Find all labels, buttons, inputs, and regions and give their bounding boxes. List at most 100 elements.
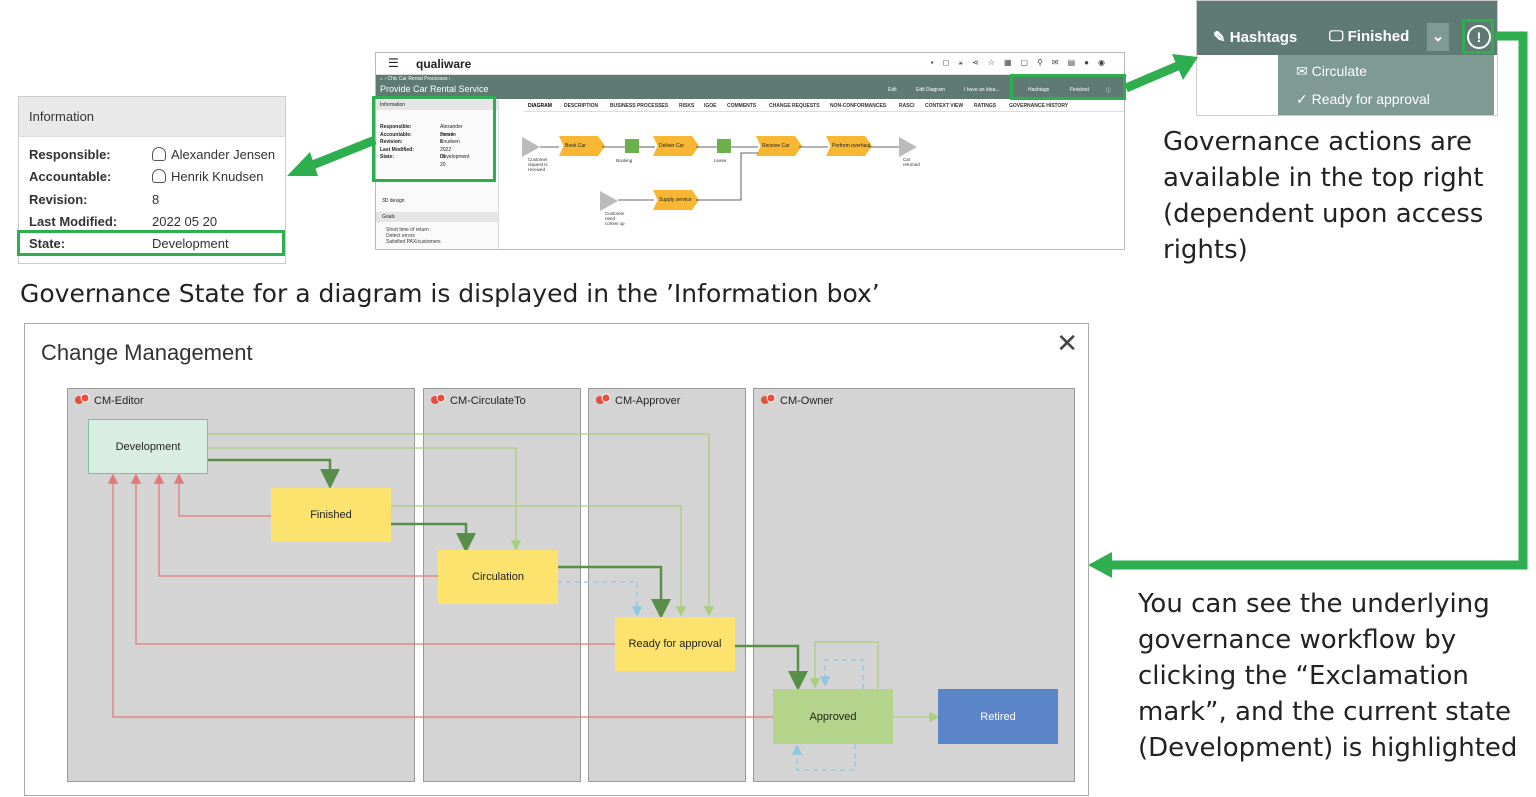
info-label-responsible: Responsible: <box>29 147 111 162</box>
role-icon <box>75 393 90 404</box>
node-development[interactable]: Development <box>88 419 208 474</box>
edit-button[interactable]: Edit <box>888 87 897 93</box>
customer-request-label: Customer request is received <box>528 157 548 172</box>
info-label-revision: Revision: <box>29 192 88 207</box>
perform-overhaul-activity[interactable]: Perform overhaul <box>826 136 872 156</box>
lease-label: Lease <box>714 158 727 163</box>
idea-button[interactable]: I have an idea... <box>964 87 1000 93</box>
goals-list: Short time of return Detect errors Satis… <box>386 227 441 245</box>
lane-title: CM-Approver <box>615 395 681 407</box>
start-event-2[interactable] <box>600 191 618 211</box>
edit-diagram-button[interactable]: Edit Diagram <box>916 87 945 93</box>
lane-cm-approver: CM-Approver <box>588 388 746 782</box>
tab-description[interactable]: DESCRIPTION <box>564 103 599 109</box>
car-returned-label: Car returned <box>903 157 920 167</box>
app-titlebar: ⌂ › Chic Car Rental Processes › Provide … <box>376 75 1124 99</box>
lane-title: CM-CirculateTo <box>450 395 526 407</box>
tab-non-conformances[interactable]: NON-CONFORMANCES <box>830 103 887 109</box>
tab-bar: DIAGRAM DESCRIPTION BUSINESS PROCESSES R… <box>524 100 1124 112</box>
finished-button-zoom[interactable]: 🖵 Finished <box>1329 28 1410 45</box>
close-icon[interactable]: ✕ <box>1056 328 1078 358</box>
monitor-check-icon: 🖵 <box>1329 28 1344 45</box>
breadcrumb[interactable]: ⌂ › Chic Car Rental Processes › <box>380 76 451 82</box>
node-approved[interactable]: Approved <box>773 689 893 744</box>
process-connectors <box>540 146 899 201</box>
role-icon <box>761 393 776 404</box>
page-title: Provide Car Rental Service <box>380 84 489 94</box>
governance-actions-highlight-box <box>1010 74 1126 100</box>
home-icon[interactable]: ⌂ <box>380 76 384 82</box>
deliver-car-activity[interactable]: Deliver Car <box>653 136 699 156</box>
menu-item-circulate[interactable]: ✉ Circulate <box>1296 63 1367 79</box>
node-circulation[interactable]: Circulation <box>438 550 558 604</box>
tab-ratings[interactable]: RATINGS <box>974 103 997 109</box>
supply-service-activity[interactable]: Supply service <box>653 190 699 210</box>
chevron-down-icon[interactable]: ⌄ <box>1427 23 1449 51</box>
side-info-header: Information <box>376 100 498 110</box>
person-icon <box>152 169 166 183</box>
hashtags-button-zoom[interactable]: ✎ Hashtags <box>1213 29 1298 46</box>
app-logo: qualiware <box>416 57 472 71</box>
node-retired[interactable]: Retired <box>938 689 1058 744</box>
info-value-accountable: Henrik Knudsen <box>152 169 264 184</box>
app-screenshot: ☰ qualiware ▪◻⚹⋖☆▦▢⚲✉▤●◉ ⌂ › Chic Car Re… <box>375 52 1125 250</box>
workflow-connectors <box>107 433 940 771</box>
toolbar-icons[interactable]: ▪◻⚹⋖☆▦▢⚲✉▤●◉ <box>930 58 1114 67</box>
hashtags-button[interactable]: Hashtags <box>1028 87 1050 93</box>
end-event[interactable] <box>899 137 917 157</box>
lease-object[interactable] <box>717 139 731 153</box>
info-value-revision: 8 <box>152 192 160 207</box>
info-label-last-modified: Last Modified: <box>29 214 118 229</box>
node-ready-for-approval[interactable]: Ready for approval <box>615 617 735 671</box>
lane-title: CM-Owner <box>780 395 834 407</box>
lane-title: CM-Editor <box>94 395 144 407</box>
caption-info-box: Governance State for a diagram is displa… <box>20 279 880 308</box>
tab-change-requests[interactable]: CHANGE REQUESTS <box>769 103 820 109</box>
finished-button[interactable]: Finished <box>1070 87 1089 93</box>
tab-rasci[interactable]: RASCI <box>899 103 915 109</box>
goals-header[interactable]: Goals <box>376 212 498 222</box>
booking-object[interactable] <box>625 139 639 153</box>
envelope-icon: ✉ <box>1296 63 1308 79</box>
booking-label: Booking <box>616 158 633 163</box>
menu-item-ready-for-approval[interactable]: ✓ Ready for approval <box>1296 91 1430 107</box>
exclamation-highlight-box <box>1462 19 1494 54</box>
book-car-activity[interactable]: Book Car <box>559 136 605 156</box>
info-label-state: State: <box>29 236 66 251</box>
info-header: Information <box>19 97 285 137</box>
double-check-icon: ✓ <box>1296 91 1308 107</box>
exclamation-icon[interactable]: ⓘ <box>1106 88 1112 94</box>
info-value-last-modified: 2022 05 20 <box>152 214 218 229</box>
change-management-dialog: Change Management ✕ CM-Editor CM-Circula… <box>24 323 1089 796</box>
tab-igoe[interactable]: IGOE <box>704 103 717 109</box>
tab-business-processes[interactable]: BUSINESS PROCESSES <box>610 103 669 109</box>
tab-diagram[interactable]: DIAGRAM <box>528 103 552 109</box>
side-item-3d-design[interactable]: 3D design <box>382 198 405 204</box>
start-event[interactable] <box>522 137 540 157</box>
info-sidebar: Information Responsible: Alexander Jense… <box>376 100 499 249</box>
tab-comments[interactable]: COMMENTS <box>727 103 757 109</box>
exclamation-icon[interactable]: ! <box>1467 25 1491 49</box>
caption-workflow: You can see the underlying governance wo… <box>1138 589 1518 763</box>
state-highlight-box <box>17 230 285 256</box>
role-icon <box>431 393 446 404</box>
tab-governance-history[interactable]: GOVERNANCE HISTORY <box>1009 103 1069 109</box>
customer-need-label: Customer need comes up <box>605 211 625 226</box>
info-label-accountable: Accountable: <box>29 169 112 184</box>
governance-actions-zoom: ✎ Hashtags 🖵 Finished ⌄ ! ✉ Circulate ✓ … <box>1196 0 1498 116</box>
pencil-icon: ✎ <box>1213 29 1226 46</box>
tab-risks[interactable]: RISKS <box>679 103 695 109</box>
caption-governance-actions: Governance actions are available in the … <box>1163 127 1484 265</box>
dialog-title: Change Management <box>41 340 253 365</box>
info-value-state: Development <box>152 236 229 251</box>
info-box-zoom: Information Responsible: Alexander Jense… <box>17 96 286 264</box>
receive-car-activity[interactable]: Receive Car <box>756 136 802 156</box>
side-info-rows: Responsible: Alexander Jensen Accountabl… <box>380 124 470 168</box>
hamburger-icon[interactable]: ☰ <box>388 56 399 70</box>
finished-dropdown-menu: ✉ Circulate ✓ Ready for approval <box>1278 55 1494 115</box>
tab-context-view[interactable]: CONTEXT VIEW <box>925 103 964 109</box>
info-value-responsible: Alexander Jensen <box>152 147 275 162</box>
app-topbar: ☰ qualiware ▪◻⚹⋖☆▦▢⚲✉▤●◉ <box>376 53 1124 75</box>
node-finished[interactable]: Finished <box>271 488 391 542</box>
